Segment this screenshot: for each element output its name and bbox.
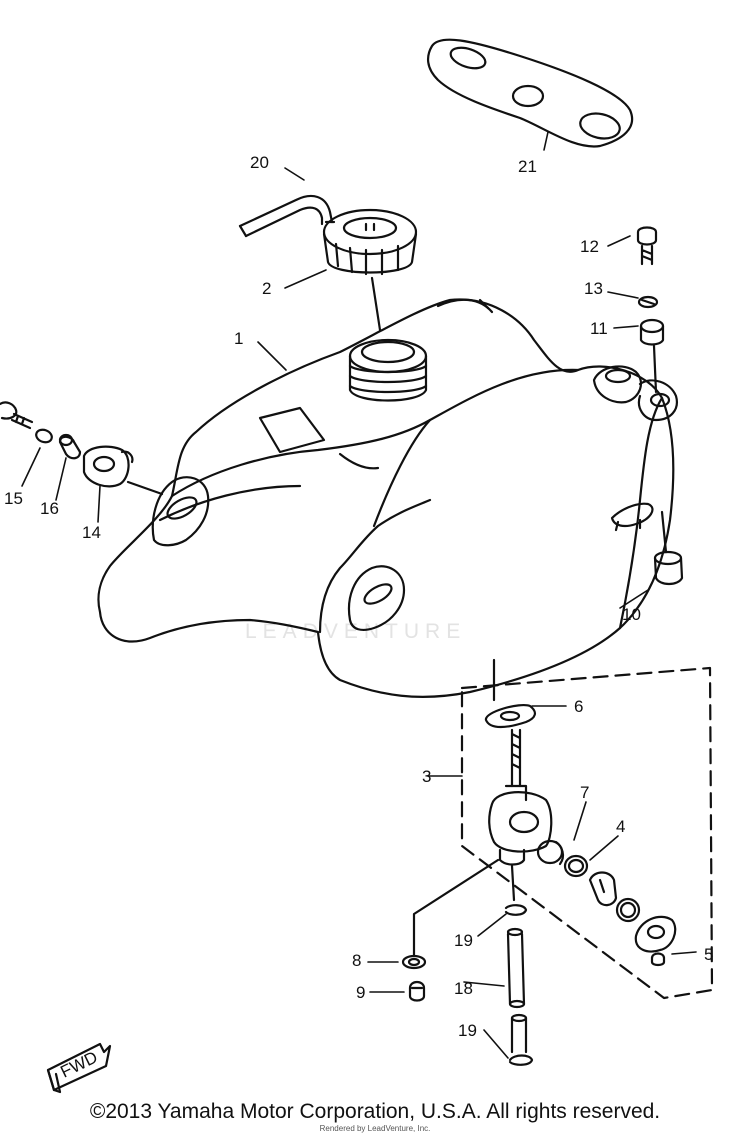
callout-16: 16 [40,499,59,518]
callout-3: 3 [422,767,431,786]
callout-8: 8 [352,951,361,970]
callout-19-lower: 19 [458,1021,477,1040]
callout-14: 14 [82,523,101,542]
fuel-cock-assembly-outline [460,666,714,1000]
washer-13-part [637,295,659,309]
washer-8-part [401,858,500,970]
rendered-by-notice: Rendered by LeadVenture, Inc. [319,1124,431,1133]
callout-21: 21 [518,157,537,176]
callout-11: 11 [590,319,608,338]
o-ring-4-part [563,854,589,878]
callout-18: 18 [454,979,473,998]
callout-1: 1 [234,329,243,348]
copyright-notice: ©2013 Yamaha Motor Corporation, U.S.A. A… [89,1100,661,1123]
clip-19-lower-part [508,1054,534,1066]
bracket-plate-part [426,38,634,148]
collar-16-part [58,433,82,460]
o-ring-part [615,897,641,923]
callout-4: 4 [616,817,625,836]
fuel-hose-18-part [506,927,526,1009]
gasket-6-part [484,658,536,729]
callout-7: 7 [580,783,589,802]
callout-19-upper: 19 [454,931,473,950]
fuel-tank-part [97,298,678,698]
callout-20: 20 [250,153,269,172]
callout-10: 10 [622,605,641,624]
callout-9: 9 [356,983,365,1002]
forward-arrow-icon [46,1042,112,1094]
callout-15: 15 [4,489,23,508]
grommet-14-part [82,445,164,496]
callout-2: 2 [262,279,271,298]
clip-19-upper-part [504,904,528,916]
washer-15-part [35,428,53,444]
callout-6: 6 [574,697,583,716]
fwd-label: FWD [57,1048,100,1082]
hose-stub-part [510,1013,528,1054]
cover-plate-part [634,915,677,953]
bolt-12-part [636,226,658,266]
screw-5-part [650,952,666,967]
callout-labels: 20 2 1 21 12 13 11 15 16 14 10 6 3 7 4 5… [4,153,713,1082]
bolt-15-part [0,401,34,430]
callout-5: 5 [704,945,713,964]
breather-hose-part [238,194,336,238]
fuel-cock-part [488,728,553,902]
collar-11-part [639,318,665,394]
watermark-text: LEADVENTURE [245,620,467,643]
grommet-10-part [653,510,684,586]
leader-lines [21,131,697,1059]
callout-13: 13 [584,279,603,298]
lever-part [588,871,618,907]
fuel-cap-part [322,208,418,332]
callout-12: 12 [580,237,599,256]
drain-bolt-9-part [408,980,426,1002]
filter-7-part [536,839,565,866]
